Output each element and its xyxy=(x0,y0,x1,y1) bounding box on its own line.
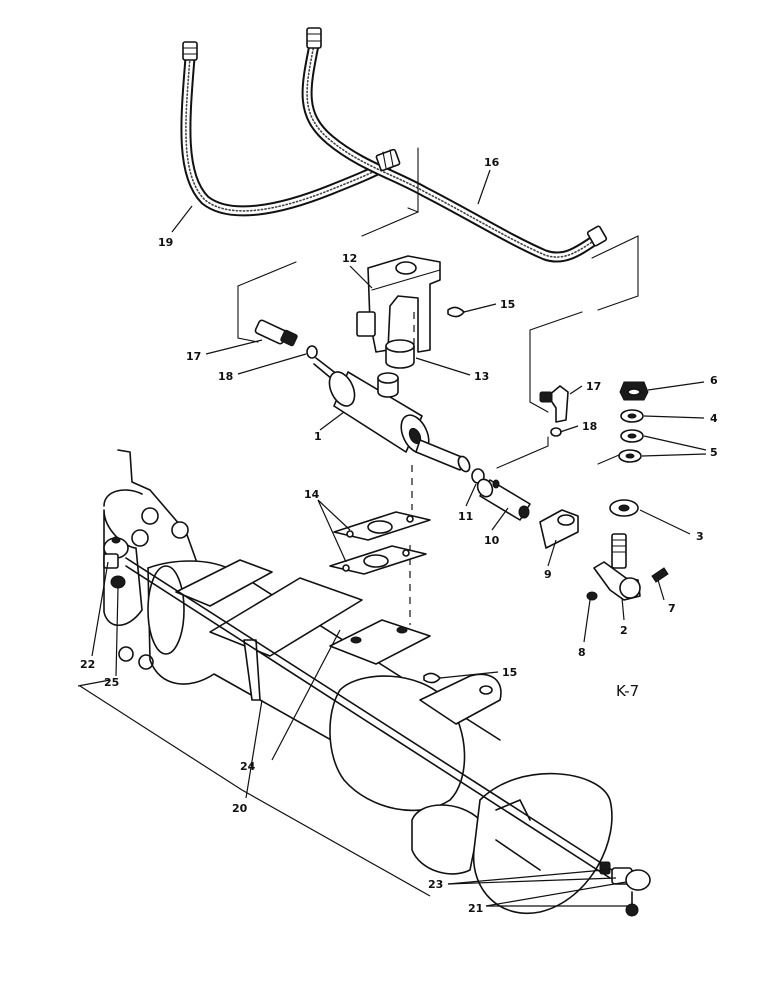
clamp-23 xyxy=(599,861,611,875)
cylinder-1 xyxy=(313,357,471,473)
bolt-7 xyxy=(651,567,669,583)
nut-6 xyxy=(619,381,649,401)
bracket-12 xyxy=(356,255,441,353)
diagram-code: K-7 xyxy=(616,682,639,700)
callout-24: 24 xyxy=(240,760,256,773)
fitting-17-left xyxy=(254,319,298,347)
callout-3: 3 xyxy=(696,530,704,543)
callout-14: 14 xyxy=(304,488,320,501)
callout-18-left: 18 xyxy=(218,370,233,383)
tie-rod-end-21 xyxy=(611,867,651,917)
callout-11: 11 xyxy=(458,510,473,523)
callout-17-right: 17 xyxy=(586,380,601,393)
tie-rod-24 xyxy=(125,557,613,879)
callout-20: 20 xyxy=(232,802,248,815)
washer-4 xyxy=(620,409,644,423)
callout-6: 6 xyxy=(710,374,718,387)
callout-23: 23 xyxy=(428,878,443,891)
washers-5 xyxy=(618,429,644,463)
callout-4: 4 xyxy=(710,412,718,425)
nut-25 xyxy=(110,575,126,589)
axle-housing xyxy=(103,449,613,915)
callout-8: 8 xyxy=(578,646,586,659)
callout-21: 21 xyxy=(468,902,483,915)
callout-labels: 1 2 3 4 5 6 7 8 9 10 11 12 13 14 15 15 1… xyxy=(80,156,718,915)
bolt-8 xyxy=(586,591,598,601)
arm-2 xyxy=(593,533,641,601)
assembly-guide-lines xyxy=(237,147,639,625)
clip-15-upper xyxy=(447,306,465,318)
callout-2: 2 xyxy=(620,624,628,637)
callout-16: 16 xyxy=(484,156,500,169)
rod-end-10 xyxy=(476,478,531,521)
oring-18-right xyxy=(550,427,562,437)
callout-18-right: 18 xyxy=(582,420,597,433)
oring-18-left xyxy=(306,345,318,359)
fitting-17-right xyxy=(539,385,569,423)
washer-3 xyxy=(609,499,639,517)
clip-15-lower xyxy=(423,672,441,684)
leader-lines xyxy=(77,169,707,907)
callout-12: 12 xyxy=(342,252,357,265)
callout-19: 19 xyxy=(158,236,173,249)
callout-7: 7 xyxy=(668,602,676,615)
hose-19 xyxy=(180,41,394,217)
shims-14 xyxy=(329,511,431,575)
callout-17-left: 17 xyxy=(186,350,201,363)
hose-16 xyxy=(301,27,608,263)
callout-10: 10 xyxy=(484,534,500,547)
callout-13: 13 xyxy=(474,370,489,383)
callout-22: 22 xyxy=(80,658,95,671)
clamp-9 xyxy=(539,509,579,549)
callout-25: 25 xyxy=(104,676,119,689)
callout-9: 9 xyxy=(544,568,552,581)
callout-15-upper: 15 xyxy=(500,298,515,311)
hose-tee-fitting xyxy=(375,148,401,172)
bushing-13 xyxy=(385,339,415,369)
callout-5: 5 xyxy=(710,446,718,459)
callout-15-lower: 15 xyxy=(502,666,517,679)
callout-1: 1 xyxy=(314,430,322,443)
